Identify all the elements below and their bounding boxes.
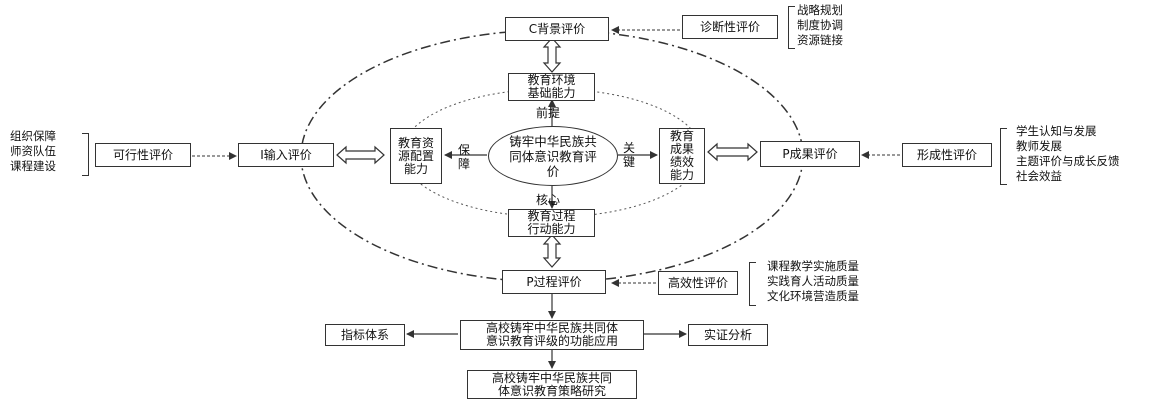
feasibility-bracket [82,133,89,176]
formative-item: 社会效益 [1016,169,1062,183]
outcome-performance-ability-box: 教育成果绩效能力 [659,128,705,184]
formative-item: 教师发展 [1016,139,1062,153]
feasibility-item: 组织保障 [10,129,56,143]
label-key-text: 关键 [623,141,636,169]
diagnostic-item: 资源链接 [797,33,843,47]
double-arrow-outcome-p [707,142,758,162]
index-system-box: 指标体系 [325,324,405,346]
center-evaluation-circle: 铸牢中华民族共同体意识教育评价 [488,126,618,186]
label-premise: 前提 [536,106,561,120]
efficiency-item: 实践育人活动质量 [767,274,859,288]
p-process-evaluation-box: P过程评价 [502,270,606,294]
efficiency-item: 课程教学实施质量 [767,259,859,273]
efficiency-items-list: 课程教学实施质量 实践育人活动质量 文化环境营造质量 [767,259,859,304]
empirical-analysis-box: 实证分析 [688,324,768,346]
double-arrow-i-resource [336,145,385,165]
diagnostic-items-list: 战略规划 制度协调 资源链接 [797,3,843,48]
formative-item: 主题评价与成长反馈 [1016,154,1120,168]
env-foundation-ability-box: 教育环境 基础能力 [508,73,595,101]
c-context-evaluation-box: C背景评价 [505,17,609,41]
diagnostic-evaluation-box: 诊断性评价 [682,15,778,39]
feasibility-evaluation-box: 可行性评价 [95,143,191,167]
formative-bracket [1000,128,1007,185]
efficiency-bracket [749,262,756,306]
double-arrow-c-env [542,37,562,73]
diagnostic-item: 制度协调 [797,18,843,32]
strategy-research-box: 高校铸牢中华民族共同 体意识教育策略研究 [467,370,637,399]
outcome-performance-ability-text: 教育成果绩效能力 [669,129,694,182]
formative-item: 学生认知与发展 [1016,124,1097,138]
formative-evaluation-box: 形成性评价 [902,143,992,167]
i-input-evaluation-box: I输入评价 [238,143,334,167]
process-action-ability-box: 教育过程 行动能力 [508,209,595,237]
label-key: 关键 [623,141,637,169]
label-guarantee-text: 保障 [458,143,471,171]
feasibility-items-list: 组织保障 师资队伍 课程建设 [10,129,56,174]
diagnostic-item: 战略规划 [797,3,843,17]
feasibility-item: 师资队伍 [10,144,56,158]
resource-allocation-ability-box: 教育资源配置能力 [390,128,442,184]
resource-allocation-ability-text: 教育资源配置能力 [397,135,434,176]
label-guarantee: 保障 [458,143,472,171]
double-arrow-process-p [542,234,562,268]
efficiency-evaluation-box: 高效性评价 [658,271,738,295]
efficiency-item: 文化环境营造质量 [767,289,859,303]
feasibility-item: 课程建设 [10,159,56,173]
label-core: 核心 [536,193,561,207]
function-application-box: 高校铸牢中华民族共同体 意识教育评级的功能应用 [460,320,644,350]
formative-items-list: 学生认知与发展 教师发展 主题评价与成长反馈 社会效益 [1016,124,1120,184]
center-evaluation-text: 铸牢中华民族共同体意识教育评价 [509,133,597,179]
p-outcome-evaluation-box: P成果评价 [760,141,860,167]
diagnostic-bracket [788,6,795,49]
